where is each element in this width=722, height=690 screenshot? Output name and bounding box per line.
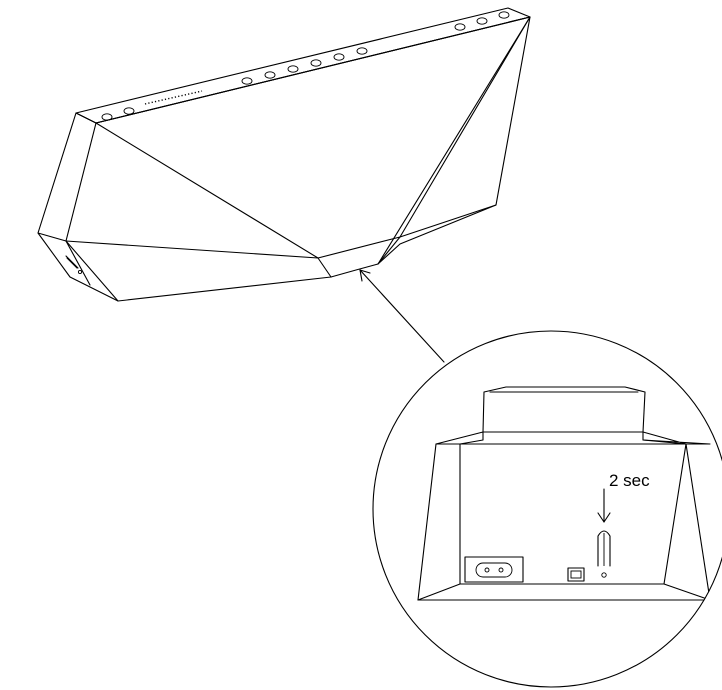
detail-inset: 2 sec	[372, 330, 722, 688]
power-socket	[464, 556, 524, 583]
button-icon	[310, 59, 322, 67]
button-icon	[287, 65, 299, 73]
button-icon	[356, 47, 368, 55]
button-icon	[241, 77, 253, 85]
side-port	[65, 255, 79, 269]
magnifier-circle	[372, 330, 722, 688]
power-socket-icon	[475, 562, 513, 578]
button-icon	[101, 113, 113, 121]
optical-port	[567, 567, 585, 582]
speaker-outline	[37, 16, 531, 302]
button-icon	[476, 17, 488, 25]
reset-pin-tool	[597, 530, 611, 567]
reset-button-icon	[601, 572, 607, 578]
speaker-body	[37, 7, 531, 302]
pointer-arrow	[359, 269, 445, 363]
rear-upper-block	[482, 386, 646, 433]
side-jack-icon	[77, 269, 83, 275]
button-icon	[498, 11, 510, 19]
button-icon	[333, 53, 345, 61]
button-icon	[264, 71, 276, 79]
top-buttons	[101, 11, 510, 121]
optical-port-icon	[570, 570, 582, 579]
button-icon	[123, 107, 135, 115]
hold-duration-label: 2 sec	[609, 471, 650, 490]
button-icon	[454, 23, 466, 31]
led-indicator-row	[144, 90, 203, 105]
rear-panel	[417, 443, 711, 601]
